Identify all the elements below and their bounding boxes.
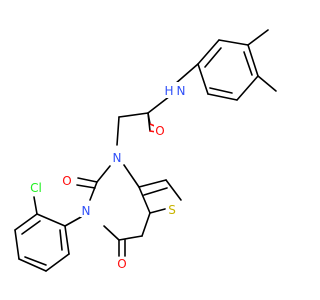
- bond: [59, 229, 63, 251]
- bond: [103, 225, 120, 241]
- atom-label-n3: N: [80, 203, 92, 218]
- bond: [165, 179, 182, 201]
- methyl-bond-lower: [257, 75, 277, 92]
- atom-label-o4-text: O: [117, 257, 126, 271]
- bond: [36, 213, 66, 227]
- molecule-structure: N H O N N O O S Cl: [14, 29, 277, 272]
- chlorophenyl-ring: [14, 213, 82, 272]
- atom-label-o-amide-text: O: [155, 124, 164, 138]
- bond: [24, 256, 47, 266]
- bond: [96, 165, 111, 183]
- bond: [174, 63, 199, 85]
- bond: [197, 63, 209, 95]
- bond: [149, 208, 166, 214]
- bond: [77, 177, 98, 183]
- bond: [89, 181, 98, 201]
- atom-label-n1-text: N: [113, 151, 122, 165]
- bond: [236, 75, 259, 101]
- dimethylphenyl-ring: [197, 39, 259, 101]
- bond: [243, 51, 253, 76]
- bond: [209, 87, 233, 94]
- bond: [18, 258, 47, 272]
- atom-label-cl-text: Cl: [30, 181, 42, 195]
- atom-label-cl: Cl: [26, 180, 46, 195]
- bond: [197, 39, 220, 65]
- bond: [64, 216, 82, 227]
- bond: [118, 112, 149, 118]
- atom-label-o2-text: O: [62, 174, 71, 188]
- bond: [207, 93, 238, 101]
- thiophene-ring: [138, 179, 182, 214]
- bond: [247, 44, 259, 77]
- bond: [64, 225, 70, 255]
- bond: [14, 229, 20, 260]
- atom-label-s-text: S: [168, 203, 176, 217]
- bond: [118, 235, 143, 241]
- bond: [143, 187, 168, 196]
- atom-label-n3-text: N: [82, 204, 91, 218]
- pyrimidinedione-ring: [89, 164, 151, 241]
- bond: [138, 186, 151, 214]
- atom-label-h-amide: H: [164, 84, 173, 98]
- bond: [123, 164, 140, 188]
- atom-label-o2: O: [61, 174, 73, 188]
- bond: [14, 213, 38, 231]
- bond: [141, 212, 151, 237]
- chlorine-bond: [33, 196, 38, 215]
- bond: [76, 184, 96, 189]
- atom-label-s: S: [166, 202, 178, 217]
- bond: [116, 116, 120, 146]
- bond: [218, 39, 249, 46]
- bond: [147, 95, 171, 114]
- atom-label-o4: O: [116, 257, 128, 271]
- atom-label-n1: N: [111, 151, 123, 165]
- bond: [21, 220, 41, 235]
- bond: [204, 47, 222, 68]
- bond: [45, 253, 70, 272]
- bond: [138, 179, 167, 188]
- bond: [147, 112, 151, 132]
- methyl-bond-upper: [247, 29, 269, 46]
- atom-label-n-amide: N: [177, 84, 186, 98]
- atom-label-nh: N H: [162, 82, 186, 98]
- atom-label-o-amide: O: [154, 124, 166, 138]
